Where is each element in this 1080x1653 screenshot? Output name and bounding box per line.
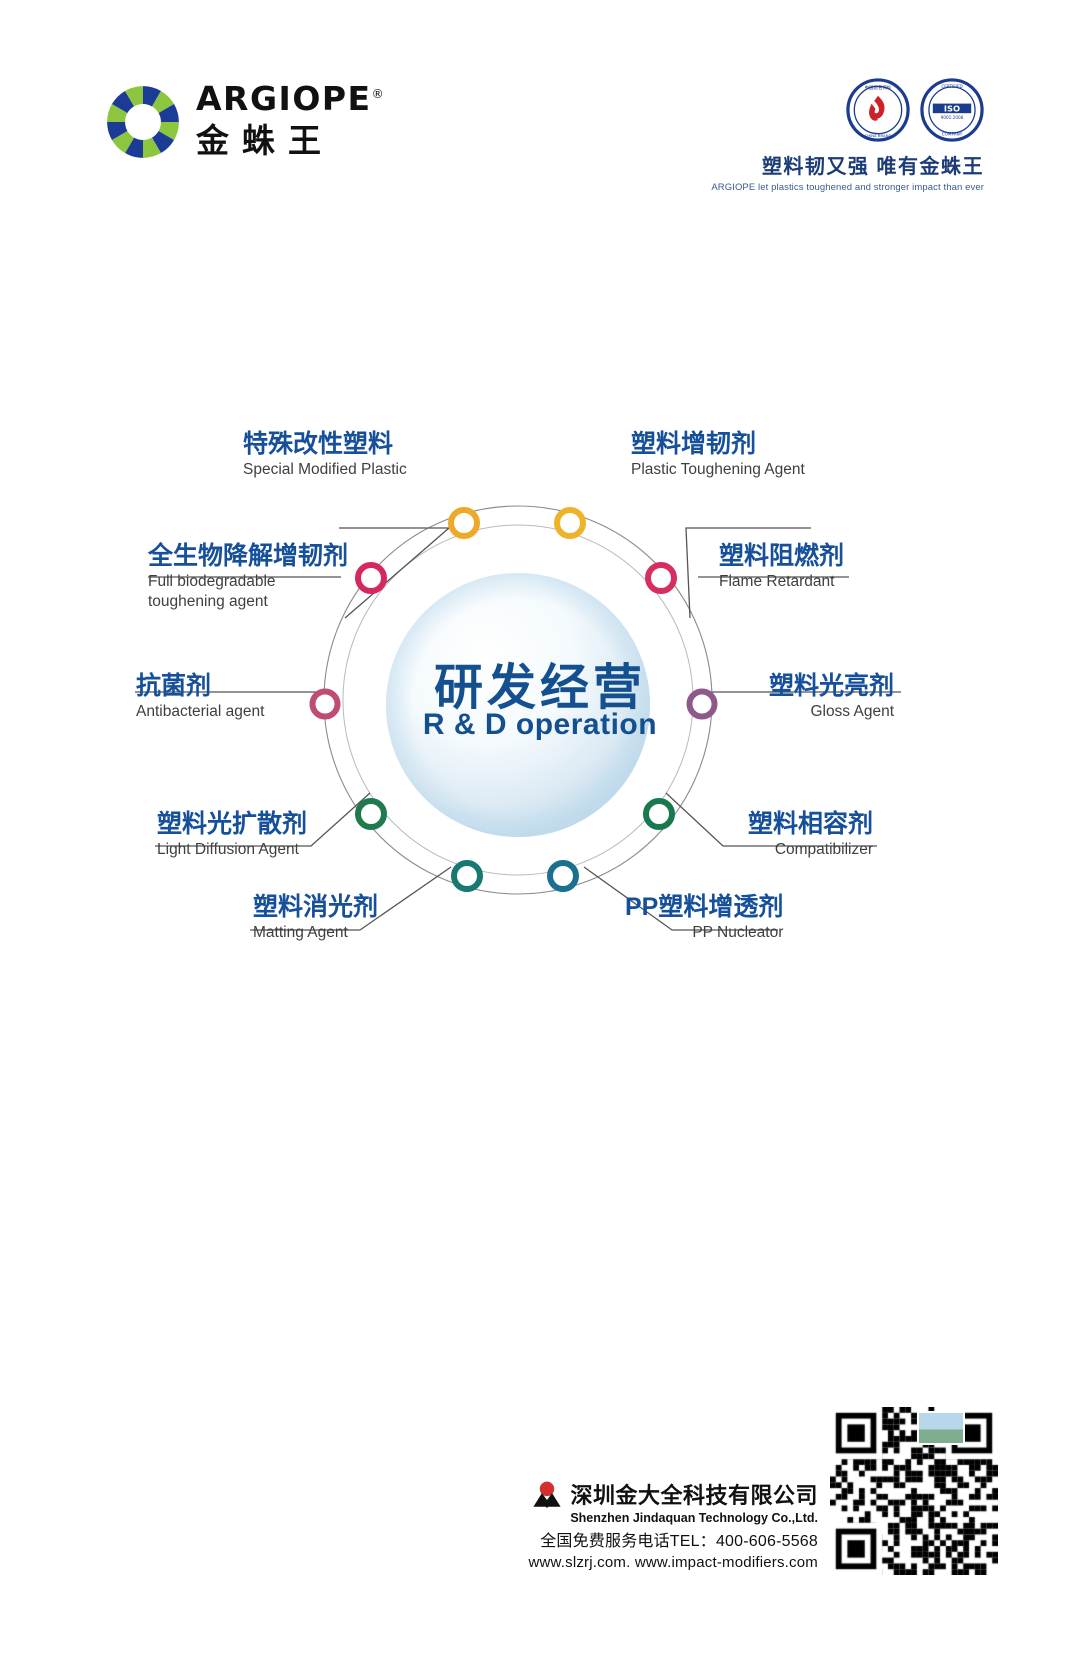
center-title-en: R & D operation bbox=[422, 708, 658, 741]
brand-wordmark: ARGIOPE® 金蛛王 bbox=[196, 82, 385, 161]
leader-matting-agent bbox=[250, 866, 452, 931]
label-pp-nucleator: PP塑料增透剂 PP Nucleator bbox=[625, 893, 783, 943]
label-antibacterial-agent: 抗菌剂 Antibacterial agent bbox=[136, 672, 264, 722]
label-cn: 塑料相容剂 bbox=[748, 810, 874, 838]
node-compatibilizer bbox=[643, 798, 675, 830]
website-text: www.slzrj.com. www.impact-modifiers.com bbox=[528, 1554, 818, 1571]
label-cn: 全生物降解增韧剂 bbox=[148, 542, 349, 570]
brand-chinese-name: 金蛛王 bbox=[196, 122, 334, 159]
svg-text:9001:2008: 9001:2008 bbox=[941, 115, 964, 120]
label-special-modified-plastic: 特殊改性塑料 Special Modified Plastic bbox=[243, 430, 407, 480]
label-gloss-agent: 塑料光亮剂 Gloss Agent bbox=[769, 672, 894, 722]
node-special-modified-plastic bbox=[448, 507, 480, 539]
qr-code-canvas bbox=[830, 1407, 998, 1575]
argiope-ring-logo-icon bbox=[104, 83, 182, 161]
label-light-diffusion-agent: 塑料光扩散剂 Light Diffusion Agent bbox=[157, 810, 307, 860]
certification-badges: 中国驰名商标 CHINA BRAND ISO 9001:2008 CERTIFI… bbox=[711, 78, 984, 142]
label-compatibilizer: 塑料相容剂 Compatibilizer bbox=[748, 810, 873, 860]
company-name-cn: 深圳金大全科技有限公司 bbox=[570, 1483, 818, 1508]
leader-compatibilizer bbox=[665, 792, 877, 847]
node-matting-agent bbox=[451, 860, 483, 892]
node-flame-retardant bbox=[645, 562, 677, 594]
node-full-biodegradable-toughening-agent bbox=[355, 562, 387, 594]
leader-pp-nucleator bbox=[583, 866, 778, 931]
company-name-en: Shenzhen Jindaquan Technology Co.,Ltd. bbox=[570, 1511, 818, 1525]
company-name-row: 深圳金大全科技有限公司 bbox=[528, 1478, 818, 1510]
svg-text:CHINA BRAND: CHINA BRAND bbox=[865, 133, 892, 138]
label-en: Gloss Agent bbox=[810, 703, 895, 720]
label-cn: 塑料增韧剂 bbox=[631, 430, 757, 458]
node-light-diffusion-agent bbox=[355, 798, 387, 830]
diagram-nodes bbox=[309, 507, 718, 892]
svg-text:ISO: ISO bbox=[944, 103, 960, 113]
label-cn: 特殊改性塑料 bbox=[243, 430, 394, 458]
node-antibacterial-agent bbox=[309, 688, 341, 720]
label-en: Flame Retardant bbox=[719, 573, 835, 590]
iso-certified-badge-icon: ISO 9001:2008 CERTIFIED COMPANY bbox=[920, 78, 984, 142]
qr-center-image bbox=[917, 1411, 966, 1445]
label-cn: 塑料消光剂 bbox=[253, 893, 379, 921]
leader-light-diffusion bbox=[155, 792, 371, 847]
node-pp-nucleator bbox=[547, 860, 579, 892]
page-header: ARGIOPE® 金蛛王 中国驰名商标 CHINA BRAND bbox=[0, 0, 1080, 200]
china-famous-brand-badge-icon: 中国驰名商标 CHINA BRAND bbox=[846, 78, 910, 142]
node-gloss-agent bbox=[686, 688, 718, 720]
label-en: Compatibilizer bbox=[774, 841, 874, 858]
label-en: Antibacterial agent bbox=[136, 703, 265, 720]
label-cn: 抗菌剂 bbox=[136, 672, 212, 700]
company-info: 深圳金大全科技有限公司 Shenzhen Jindaquan Technolog… bbox=[528, 1478, 818, 1571]
label-en: Matting Agent bbox=[253, 924, 348, 941]
brand-logo: ARGIOPE® 金蛛王 bbox=[104, 82, 385, 161]
label-flame-retardant: 塑料阻燃剂 Flame Retardant bbox=[719, 542, 844, 592]
node-plastic-toughening-agent bbox=[554, 507, 586, 539]
label-cn: PP塑料增透剂 bbox=[625, 893, 784, 921]
label-en: PP Nucleator bbox=[692, 924, 784, 941]
qr-code[interactable] bbox=[830, 1407, 998, 1575]
label-en: Special Modified Plastic bbox=[243, 461, 407, 478]
label-cn: 塑料光亮剂 bbox=[769, 672, 895, 700]
label-plastic-toughening-agent: 塑料增韧剂 Plastic Toughening Agent bbox=[631, 430, 805, 480]
hotline-text: 全国免费服务电话TEL：400-606-5568 bbox=[540, 1533, 818, 1550]
label-en: Light Diffusion Agent bbox=[157, 841, 299, 858]
tagline-english: ARGIOPE let plastics toughened and stron… bbox=[711, 182, 984, 193]
registered-mark: ® bbox=[371, 87, 386, 101]
label-matting-agent: 塑料消光剂 Matting Agent bbox=[253, 893, 378, 943]
diagram-canvas bbox=[135, 505, 901, 931]
center-title-cn: 研发经营 bbox=[433, 661, 646, 715]
tagline-chinese: 塑料韧又强 唯有金蛛王 bbox=[761, 156, 984, 178]
label-cn: 塑料阻燃剂 bbox=[719, 542, 845, 570]
leader-lines-right bbox=[583, 527, 901, 931]
label-en: Plastic Toughening Agent bbox=[631, 461, 805, 478]
rnd-operation-diagram: 研发经营 R & D operation 特殊改性塑料 Special Modi… bbox=[0, 380, 1080, 1020]
label-full-biodegradable-toughening-agent: 全生物降解增韧剂 Full biodegradable toughening a… bbox=[148, 542, 348, 612]
brand-latin-name: ARGIOPE® bbox=[196, 79, 386, 118]
svg-text:中国驰名商标: 中国驰名商标 bbox=[865, 84, 892, 91]
certification-block: 中国驰名商标 CHINA BRAND ISO 9001:2008 CERTIFI… bbox=[711, 78, 984, 193]
leader-plastic-toughening bbox=[685, 527, 811, 619]
page-footer: 深圳金大全科技有限公司 Shenzhen Jindaquan Technolog… bbox=[0, 1353, 1080, 1653]
label-cn: 塑料光扩散剂 bbox=[157, 810, 308, 838]
label-en-line1: Full biodegradable bbox=[148, 573, 276, 590]
sunrise-logo-icon bbox=[530, 1479, 564, 1509]
svg-text:COMPANY: COMPANY bbox=[942, 132, 963, 137]
svg-text:CERTIFIED: CERTIFIED bbox=[941, 84, 962, 89]
label-en-line2: toughening agent bbox=[148, 593, 268, 611]
